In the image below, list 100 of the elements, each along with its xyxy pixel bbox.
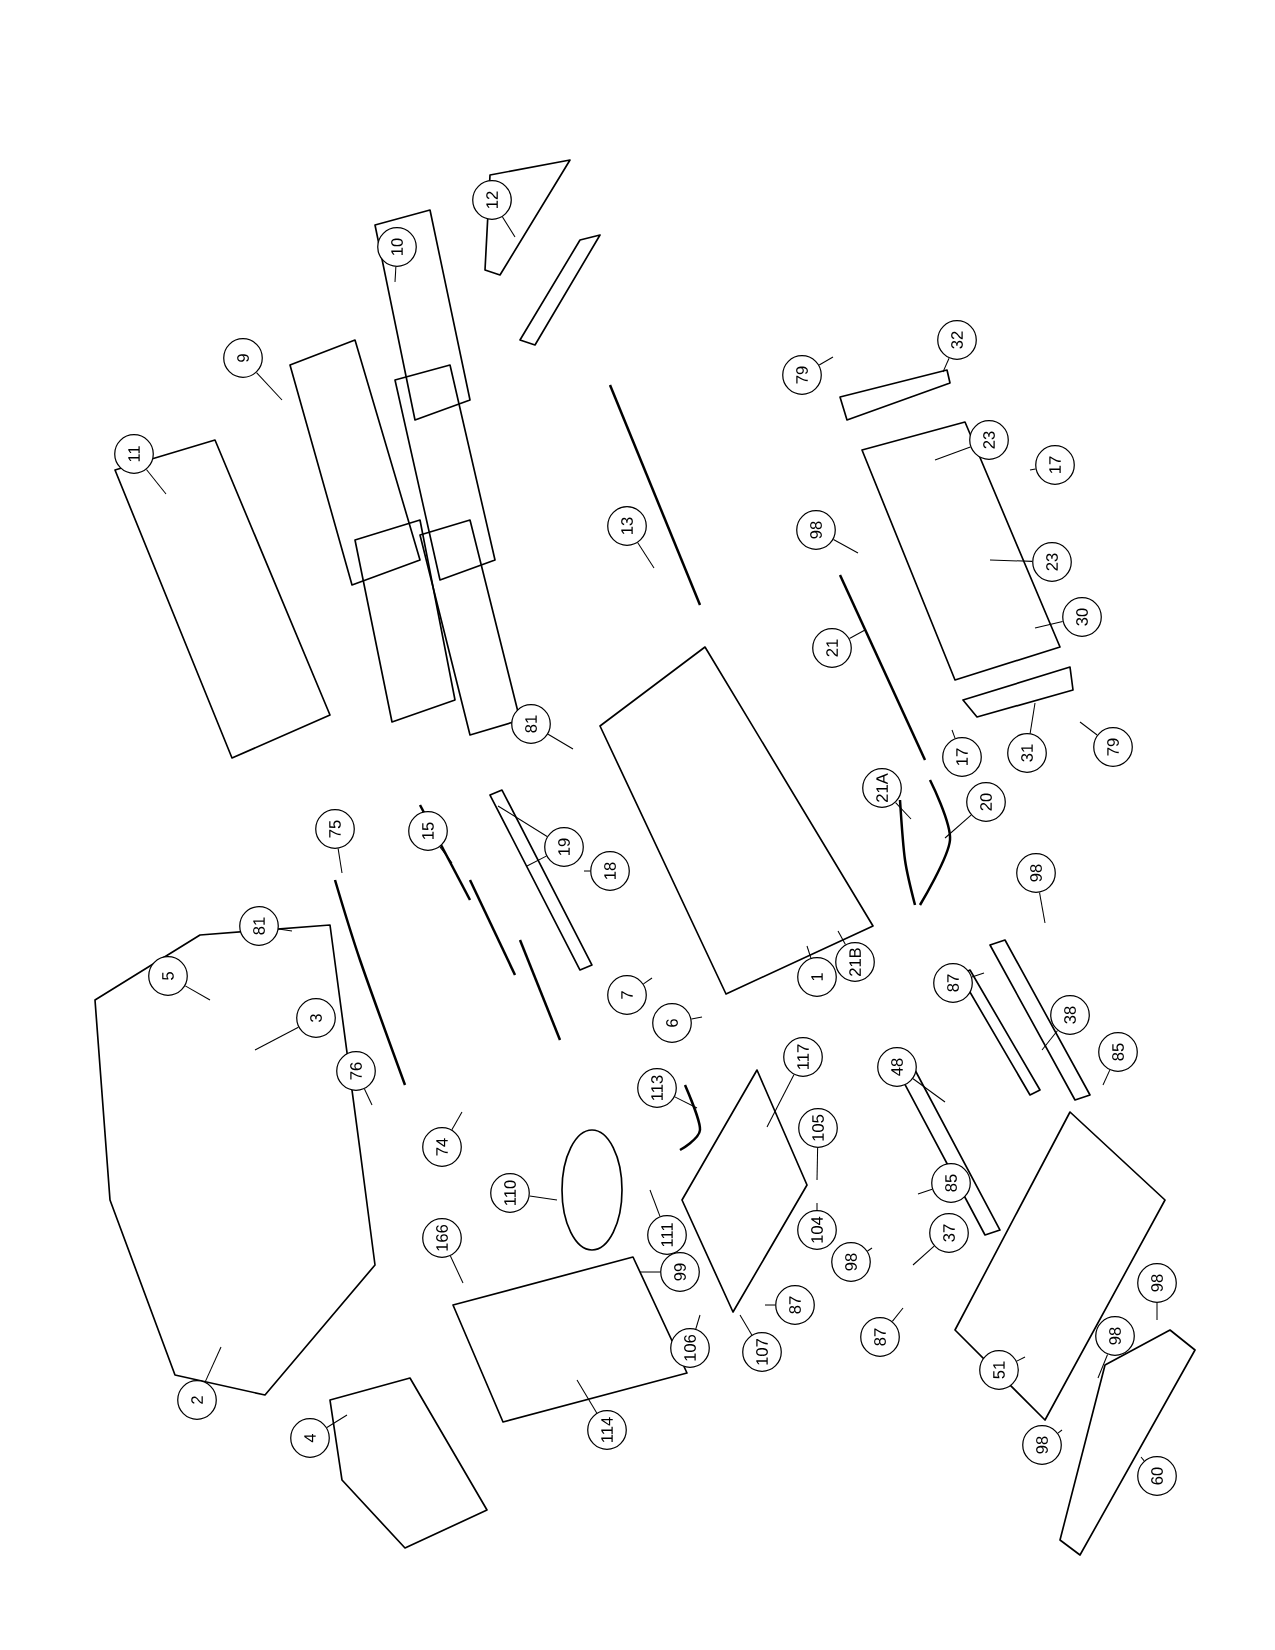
callout-number: 1 [797, 957, 837, 997]
leader-line [145, 469, 167, 495]
leader-line [439, 846, 453, 864]
callout-number: 106 [670, 1328, 710, 1368]
leader-line [816, 1147, 819, 1181]
callout-number: 32 [937, 320, 977, 360]
callout-number: 18 [590, 851, 630, 891]
leader-line [917, 1188, 933, 1195]
callout-number: 98 [1137, 1263, 1177, 1303]
leader-line [766, 1074, 795, 1128]
callout-number: 31 [1007, 733, 1047, 773]
leader-line [256, 372, 283, 401]
callout-number: 114 [587, 1410, 627, 1450]
callout-number: 17 [942, 737, 982, 777]
callout-number: 37 [929, 1213, 969, 1253]
leader-line [1097, 1353, 1109, 1379]
leader-line [1029, 702, 1036, 734]
leader-line [1057, 1429, 1063, 1434]
callout-number: 30 [1062, 597, 1102, 637]
callout-number: 4 [290, 1418, 330, 1458]
callout-number: 105 [798, 1108, 838, 1148]
callout-number: 107 [742, 1332, 782, 1372]
callout-number: 13 [607, 506, 647, 546]
callout-number: 98 [1016, 853, 1056, 893]
callout-number: 38 [1050, 995, 1090, 1035]
leader-line [674, 1096, 698, 1109]
callout-number: 113 [637, 1068, 677, 1108]
callout-number: 23 [969, 420, 1009, 460]
callout-number: 12 [472, 180, 512, 220]
callout-number: 2 [177, 1380, 217, 1420]
callout-number: 3 [296, 998, 336, 1038]
callout-number: 21A [862, 768, 902, 808]
leader-line [1041, 1030, 1059, 1051]
leader-line [942, 357, 950, 373]
callout-number: 7 [607, 975, 647, 1015]
leader-line [642, 977, 653, 985]
leader-line [764, 1304, 776, 1306]
leader-line [867, 1247, 873, 1252]
leader-line [816, 1202, 818, 1211]
callout-number: 60 [1137, 1456, 1177, 1496]
leader-line [649, 1189, 661, 1217]
leader-line [1156, 1302, 1158, 1321]
leader-line [451, 1111, 463, 1131]
callout-number: 21 [812, 628, 852, 668]
leader-line [497, 805, 548, 838]
callout-number: 85 [931, 1163, 971, 1203]
callout-number: 74 [422, 1127, 462, 1167]
callout-number: 11 [114, 434, 154, 474]
callout-number: 87 [860, 1317, 900, 1357]
callout-number: 10 [377, 227, 417, 267]
callout-number: 15 [408, 811, 448, 851]
callout-number: 17 [1035, 445, 1075, 485]
callout-number: 19 [544, 827, 584, 867]
leader-line [806, 945, 812, 959]
callout-number: 110 [490, 1173, 530, 1213]
callout-number: 76 [336, 1051, 376, 1091]
callout-number: 111 [647, 1215, 687, 1255]
leader-line [912, 1078, 946, 1103]
leader-line [326, 1414, 348, 1429]
callout-number: 81 [239, 906, 279, 946]
callout-number: 98 [1095, 1316, 1135, 1356]
callout-number: 98 [1022, 1425, 1062, 1465]
leader-line [989, 559, 1033, 562]
callout-number: 5 [148, 956, 188, 996]
leader-line [1029, 468, 1036, 471]
leader-line [1079, 721, 1098, 736]
leader-line [818, 356, 834, 366]
leader-line [639, 1271, 661, 1273]
leader-line [848, 629, 866, 639]
leader-line [184, 985, 211, 1001]
callout-number: 85 [1098, 1032, 1138, 1072]
callout-number: 21B [835, 942, 875, 982]
callout-number: 166 [422, 1218, 462, 1258]
leader-line [1034, 621, 1064, 629]
leader-line [278, 928, 293, 932]
callout-number: 9 [223, 338, 263, 378]
leader-line [502, 216, 516, 238]
callout-number: 23 [1032, 542, 1072, 582]
callout-number: 99 [660, 1252, 700, 1292]
leader-line [691, 1016, 703, 1020]
callout-number: 6 [652, 1003, 692, 1043]
callout-number: 75 [315, 809, 355, 849]
callout-number: 87 [775, 1285, 815, 1325]
leader-line [583, 870, 591, 872]
callout-number: 117 [783, 1037, 823, 1077]
leader-line [951, 729, 956, 739]
leader-line [204, 1346, 222, 1383]
leader-line [837, 930, 846, 946]
leader-line [254, 1026, 299, 1051]
callout-number: 79 [1093, 727, 1133, 767]
leader-line [912, 1245, 935, 1266]
leader-line [337, 848, 343, 874]
leader-line [944, 814, 972, 839]
leader-line [695, 1314, 701, 1330]
callout-number: 104 [797, 1210, 837, 1250]
leader-line [449, 1255, 464, 1284]
callout-number: 81 [511, 704, 551, 744]
leader-line [363, 1088, 373, 1106]
callout-number: 98 [831, 1242, 871, 1282]
leader-line [637, 542, 655, 569]
